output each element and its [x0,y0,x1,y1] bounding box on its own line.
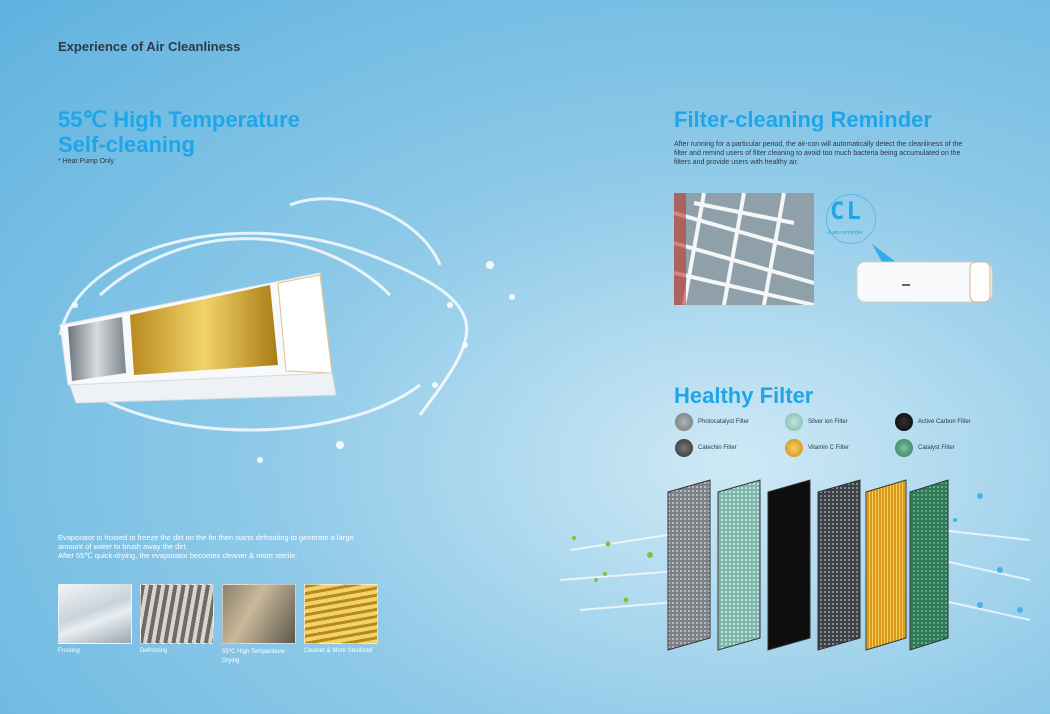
drying-image [222,584,296,644]
ac-splash-illustration [58,197,515,463]
ac-unit-small [856,244,993,303]
step-label-frosting: Frosting [58,648,80,654]
self-cleaning-description: Evaporator is frosted to freeze the dirt… [58,533,388,560]
auto-reminder-caption: Auto-reminder [828,230,863,236]
filter-stack-illustration [560,479,1031,651]
description-line3: After 55℃ quick-drying, the evaporator b… [58,551,298,560]
defrosting-image [140,584,214,644]
section-title: Experience of Air Cleanliness [58,39,241,54]
photocatalyst-filter-swatch [675,413,693,431]
cl-display-ring [826,194,876,244]
vitamin-c-filter-swatch [785,439,803,457]
dirty-filter-image [674,193,814,305]
silver-ion-filter-label: Silver ion Filter [808,419,848,425]
catalyst-filter-swatch [895,439,913,457]
cl-display-code: CL [830,197,863,225]
sterilized-image [304,584,378,644]
description-line1: Evaporator is frosted to freeze the dirt… [58,533,354,542]
step-label-drying: 55℃ High Temperature Drying [222,648,285,666]
catalyst-filter-label: Catalyst Filter [918,445,955,451]
heat-pump-note: * Heat Pump Only [58,158,115,165]
self-cleaning-heading: 55℃ High Temperature Self-cleaning [58,107,300,157]
reminder-heading: Filter-cleaning Reminder [674,107,932,132]
reminder-description: After running for a particular period, t… [674,140,1004,167]
self-cleaning-heading-line1: 55℃ High Temperature [58,107,300,132]
reminder-line1: After running for a particular period, t… [674,141,963,148]
step-label-drying-line2: Drying [222,658,240,664]
step-label-sterilized: Cleaner & More Sterilized [304,648,373,654]
step-label-drying-line1: 55℃ High Temperature [222,649,285,655]
photocatalyst-filter-label: Photocatalyst Filter [698,419,750,425]
active-carbon-filter-label: Active Carbon Filter [918,419,971,425]
active-carbon-filter-swatch [895,413,913,431]
reminder-line2: filter and remind users of filter cleani… [674,150,961,157]
catechin-filter-label: Catechin Filter [698,445,737,451]
description-line2: amount of water to brush away the dirt. [58,542,188,551]
frosting-image [58,584,132,644]
healthy-filter-heading: Healthy Filter [674,383,814,408]
vitamin-c-filter-label: Vitamin C Filter [808,445,849,451]
catechin-filter-swatch [675,439,693,457]
reminder-line3: filters and provide users with healthy a… [674,159,799,166]
step-label-defrosting: Defrosting [140,648,168,654]
self-cleaning-heading-line2: Self-cleaning [58,132,195,157]
silver-ion-filter-swatch [785,413,803,431]
